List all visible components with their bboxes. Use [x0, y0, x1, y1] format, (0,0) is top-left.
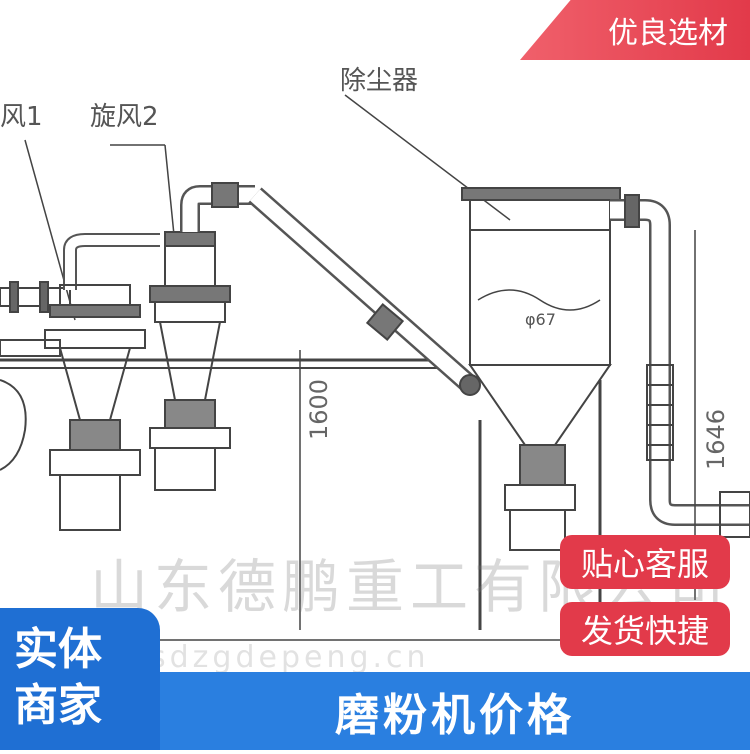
left-machine-outline	[0, 379, 27, 471]
inlet-pipe	[0, 287, 71, 307]
fast-shipping-badge: 发货快捷	[560, 602, 730, 656]
cyclone-2	[110, 144, 231, 491]
dimension-1600: 1600	[305, 378, 333, 440]
label-dust-collector: 除尘器	[340, 66, 419, 96]
pipe-flange	[9, 281, 19, 313]
price-title-banner: 磨粉机价格	[160, 672, 750, 750]
url-watermark: sdzgdepeng.cn	[150, 640, 430, 675]
transport-pipe	[180, 182, 481, 396]
corner-line-2: 商家	[14, 680, 102, 731]
label-cyclone-2: 旋风2	[90, 102, 159, 132]
exhaust-pipe	[610, 194, 750, 538]
corner-line-1: 实体	[14, 624, 102, 675]
customer-service-badge: 贴心客服	[560, 535, 730, 589]
label-cyclone-1: 风1	[0, 102, 43, 132]
pipe-flange	[39, 281, 49, 313]
dust-collector	[344, 94, 621, 630]
physical-merchant-badge: 实体 商家	[0, 608, 160, 750]
dimension-1646: 1646	[702, 408, 730, 470]
cyclone-1	[24, 139, 160, 531]
dimension-diameter: φ67	[525, 310, 556, 329]
